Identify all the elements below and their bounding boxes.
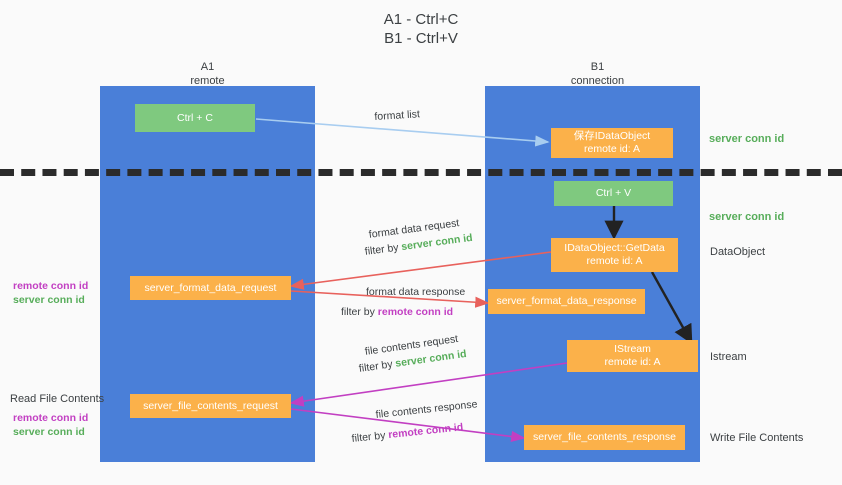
box-server-file-contents-request-label: server_file_contents_request — [143, 399, 278, 412]
box-server-format-data-request-label: server_format_data_request — [144, 281, 277, 294]
left-label-read-file-contents: Read File Contents — [10, 393, 105, 405]
edge-label-fcr-filter-prefix: filter by — [358, 357, 397, 375]
title-line-1: A1 - Ctrl+C — [383, 11, 459, 28]
column-header-b1: B1 connection — [530, 60, 665, 88]
left-label-server-conn-id-2: server conn id — [13, 426, 85, 438]
box-istream[interactable]: IStream remote id: A — [567, 340, 698, 372]
column-b1-name: B1 — [590, 61, 605, 73]
box-ctrl-c-label: Ctrl + C — [177, 111, 213, 124]
column-a1-sub: remote — [190, 75, 225, 87]
title-line-2: B1 - Ctrl+V — [384, 30, 458, 47]
left-label-server-conn-id-1: server conn id — [13, 294, 85, 306]
edge-label-fcres-filter-value: remote conn id — [387, 421, 464, 442]
right-label-write-file-contents: Write File Contents — [710, 432, 804, 444]
column-a1-name: A1 — [200, 61, 215, 73]
box-save-idataobject-line2: remote id: A — [583, 143, 641, 155]
edge-label-fcres-filter-prefix: filter by — [351, 429, 389, 445]
edge-label-fdres-filter-value: remote conn id — [377, 306, 454, 318]
box-ctrl-c[interactable]: Ctrl + C — [135, 104, 255, 132]
edge-label-file-contents-response: file contents response — [375, 398, 478, 421]
box-ctrl-v[interactable]: Ctrl + V — [554, 181, 673, 206]
box-ctrl-v-label: Ctrl + V — [595, 187, 632, 199]
right-label-server-conn-id-1: server conn id — [709, 133, 785, 145]
column-b1-sub: connection — [570, 75, 625, 87]
box-idataobject-getdata-line2: remote id: A — [586, 255, 643, 267]
box-istream-line2: remote id: A — [604, 356, 661, 368]
left-conn-stack-1: remote conn id server conn id — [13, 279, 88, 307]
edge-label-fdres-filter-prefix: filter by — [341, 306, 378, 318]
phase-divider — [0, 169, 842, 176]
edge-label-format-data-response: format data response — [366, 286, 466, 298]
box-istream-line1: IStream — [614, 343, 651, 355]
box-server-file-contents-response-label: server_file_contents_response — [532, 431, 676, 443]
column-header-a1: A1 remote — [140, 60, 275, 88]
right-label-server-conn-id-2: server conn id — [709, 211, 785, 223]
left-label-remote-conn-id-2: remote conn id — [13, 412, 89, 424]
box-server-file-contents-response[interactable]: server_file_contents_response — [524, 425, 685, 450]
left-label-remote-conn-id-1: remote conn id — [13, 280, 89, 292]
diagram-title: A1 - Ctrl+C B1 - Ctrl+V — [0, 10, 842, 48]
right-label-istream: Istream — [710, 351, 747, 363]
box-idataobject-getdata[interactable]: IDataObject::GetData remote id: A — [551, 238, 678, 272]
box-idataobject-getdata-line1: IDataObject::GetData — [564, 242, 665, 254]
edge-label-format-list: format list — [374, 108, 421, 123]
edge-label-fdr-filter-prefix: filter by — [364, 241, 403, 258]
box-save-idataobject[interactable]: 保存IDataObject remote id: A — [551, 128, 673, 158]
box-server-file-contents-request[interactable]: server_file_contents_request — [130, 394, 291, 418]
box-server-format-data-response-label: server_format_data_response — [496, 295, 637, 307]
left-conn-stack-2: remote conn id server conn id — [13, 411, 88, 439]
edge-label-format-data-response-filter: filter by remote conn id — [341, 305, 453, 319]
box-save-idataobject-line1: 保存IDataObject — [573, 130, 651, 142]
edge-label-file-contents-response-filter: filter by remote conn id — [351, 420, 464, 446]
right-label-dataobject: DataObject — [710, 246, 766, 258]
box-server-format-data-response[interactable]: server_format_data_response — [488, 289, 645, 314]
box-server-format-data-request[interactable]: server_format_data_request — [130, 276, 291, 300]
